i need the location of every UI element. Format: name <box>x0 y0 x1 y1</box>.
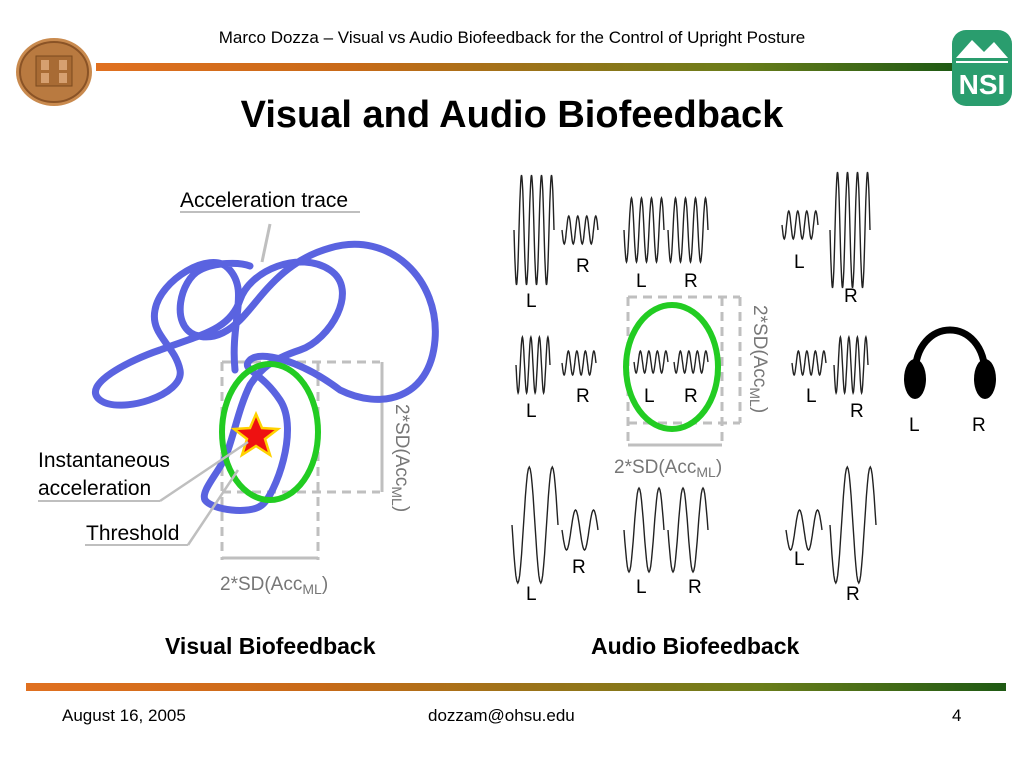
waveform-left <box>781 209 819 241</box>
footer-date: August 16, 2005 <box>62 706 186 725</box>
waveform-right <box>833 334 869 396</box>
channel-label-l: L <box>636 271 647 292</box>
headphones-label-r: R <box>972 415 986 436</box>
audio-sd-label-horizontal: 2*SD(AccML) <box>614 457 722 480</box>
channel-label-r: R <box>688 577 702 598</box>
visual-biofeedback-diagram: Acceleration trace Instantaneous acceler… <box>0 170 480 610</box>
channel-label-l: L <box>526 401 537 422</box>
waveform-right <box>561 509 599 551</box>
headphones-label-l: L <box>909 415 920 436</box>
slide-title: Visual and Audio Biofeedback <box>240 94 784 136</box>
sd-label-vertical: 2*SD(AccML) <box>389 404 412 512</box>
waveform-right <box>561 349 597 377</box>
channel-label-r: R <box>684 386 698 407</box>
channel-label-l: L <box>526 584 537 605</box>
channel-label-r: R <box>572 557 586 578</box>
channel-label-l: L <box>526 291 537 312</box>
instantaneous-acceleration-star <box>230 410 282 458</box>
header-title: Marco Dozza – Visual vs Audio Biofeedbac… <box>218 28 806 47</box>
waveform-left <box>515 334 551 396</box>
audio-biofeedback-diagram: L R L R L R L R L R L R L R L R L R 2*SD(AccML) 2*SD(AccM… <box>500 165 1010 615</box>
audio-threshold-ellipse <box>623 302 721 432</box>
waveform-right <box>829 465 877 585</box>
acceleration-trace <box>92 240 439 514</box>
channel-label-l: L <box>636 577 647 598</box>
footer-email: dozzam@ohsu.edu <box>428 706 575 725</box>
acceleration-trace-label: Acceleration trace <box>180 189 348 212</box>
waveform-left <box>633 349 669 375</box>
waveforms: L R L R L R L R L R L R L R L R L R <box>511 171 877 605</box>
channel-label-l: L <box>794 252 805 273</box>
channel-label-r: R <box>844 286 858 307</box>
audio-biofeedback-caption: Audio Biofeedback <box>591 633 800 659</box>
threshold-ellipse <box>219 361 321 503</box>
university-seal-logo <box>14 36 94 108</box>
instantaneous-label-line2: acceleration <box>38 477 151 500</box>
waveform-left <box>623 486 665 574</box>
channel-label-r: R <box>576 386 590 407</box>
channel-label-l: L <box>644 386 655 407</box>
waveform-right <box>829 171 871 289</box>
waveform-right <box>673 349 709 375</box>
waveform-left <box>791 349 827 377</box>
channel-label-l: L <box>806 386 817 407</box>
instantaneous-label-line1: Instantaneous <box>38 449 170 472</box>
waveform-left <box>623 195 665 265</box>
channel-label-r: R <box>684 271 698 292</box>
header-divider <box>96 63 952 71</box>
waveform-right <box>667 486 709 574</box>
nsi-logo: NSI <box>950 28 1014 108</box>
waveform-right <box>667 195 709 265</box>
waveform-left <box>785 509 823 551</box>
waveform-right <box>561 214 599 246</box>
channel-label-r: R <box>850 401 864 422</box>
waveform-left <box>511 465 559 585</box>
nsi-logo-text: NSI <box>959 69 1006 100</box>
channel-label-r: R <box>576 256 590 277</box>
audio-sd-label-vertical: 2*SD(AccML) <box>747 305 770 413</box>
headphones-icon <box>904 326 996 399</box>
channel-label-r: R <box>846 584 860 605</box>
threshold-label: Threshold <box>86 522 179 545</box>
channel-label-l: L <box>794 549 805 570</box>
footer-divider <box>26 683 1006 691</box>
waveform-left <box>513 174 555 286</box>
visual-biofeedback-caption: Visual Biofeedback <box>165 633 376 659</box>
sd-label-horizontal: 2*SD(AccML) <box>220 574 328 597</box>
footer-page-number: 4 <box>952 706 962 725</box>
